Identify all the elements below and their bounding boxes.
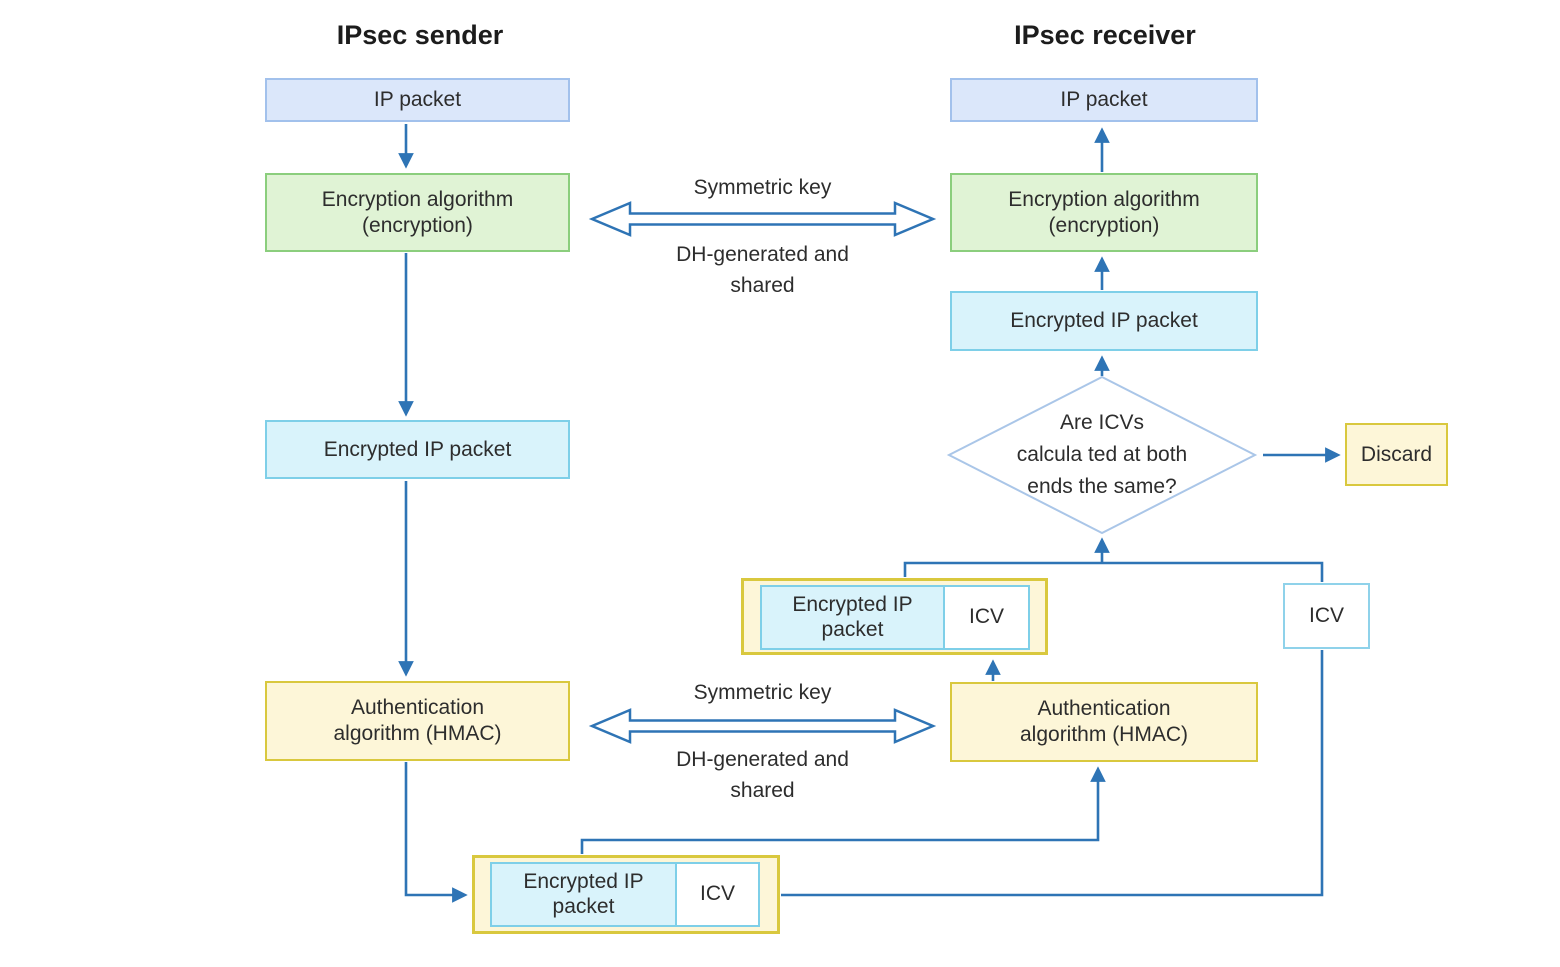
sender-hmac-box: Authentication algorithm (HMAC) [265, 681, 570, 761]
sender-encryption-box: Encryption algorithm (encryption) [265, 173, 570, 252]
sender-ip-packet-box: IP packet [265, 78, 570, 122]
key-exchange-top-label: Symmetric key [693, 176, 832, 199]
key-exchange-bottom-label: Symmetric key [693, 681, 832, 704]
discard-box: Discard [1345, 423, 1448, 486]
symmetric-key-arrow-top [588, 201, 937, 237]
receiver-encryption-box: Encryption algorithm (encryption) [950, 173, 1258, 252]
sender-column-title: IPsec sender [336, 20, 504, 50]
received-icv-box: ICV [1283, 583, 1370, 649]
arrow-sender-hmac-to-output-group [404, 762, 468, 903]
sender-encrypted-ip-box: Encrypted IP packet [265, 420, 570, 479]
receiver-encrypted-ip-box: Encrypted IP packet [950, 291, 1258, 351]
receiver-ip-packet-box: IP packet [950, 78, 1258, 122]
line-output-group-to-received-icv [781, 650, 1324, 897]
receiver-input-encrypted-ip: Encrypted IP packet [760, 585, 943, 650]
key-exchange-bottom-sublabel: DH-generated and shared [676, 748, 849, 802]
receiver-input-icv: ICV [943, 585, 1030, 650]
receiver-column-title: IPsec receiver [1014, 20, 1196, 50]
symmetric-key-arrow-bottom [588, 708, 937, 744]
sender-output-group: Encrypted IP packet ICV [472, 855, 780, 934]
line-output-group-to-receiver-hmac [580, 766, 1106, 854]
sender-output-encrypted-ip: Encrypted IP packet [490, 862, 675, 927]
decision-label: Are ICVs calcula ted at both ends the sa… [1016, 411, 1188, 498]
decision-diamond [946, 375, 1258, 535]
sender-output-icv: ICV [675, 862, 760, 927]
line-junction-to-groups [903, 561, 1324, 582]
receiver-hmac-box: Authentication algorithm (HMAC) [950, 682, 1258, 762]
receiver-input-group: Encrypted IP packet ICV [741, 578, 1048, 655]
key-exchange-top-sublabel: DH-generated and shared [676, 243, 849, 297]
